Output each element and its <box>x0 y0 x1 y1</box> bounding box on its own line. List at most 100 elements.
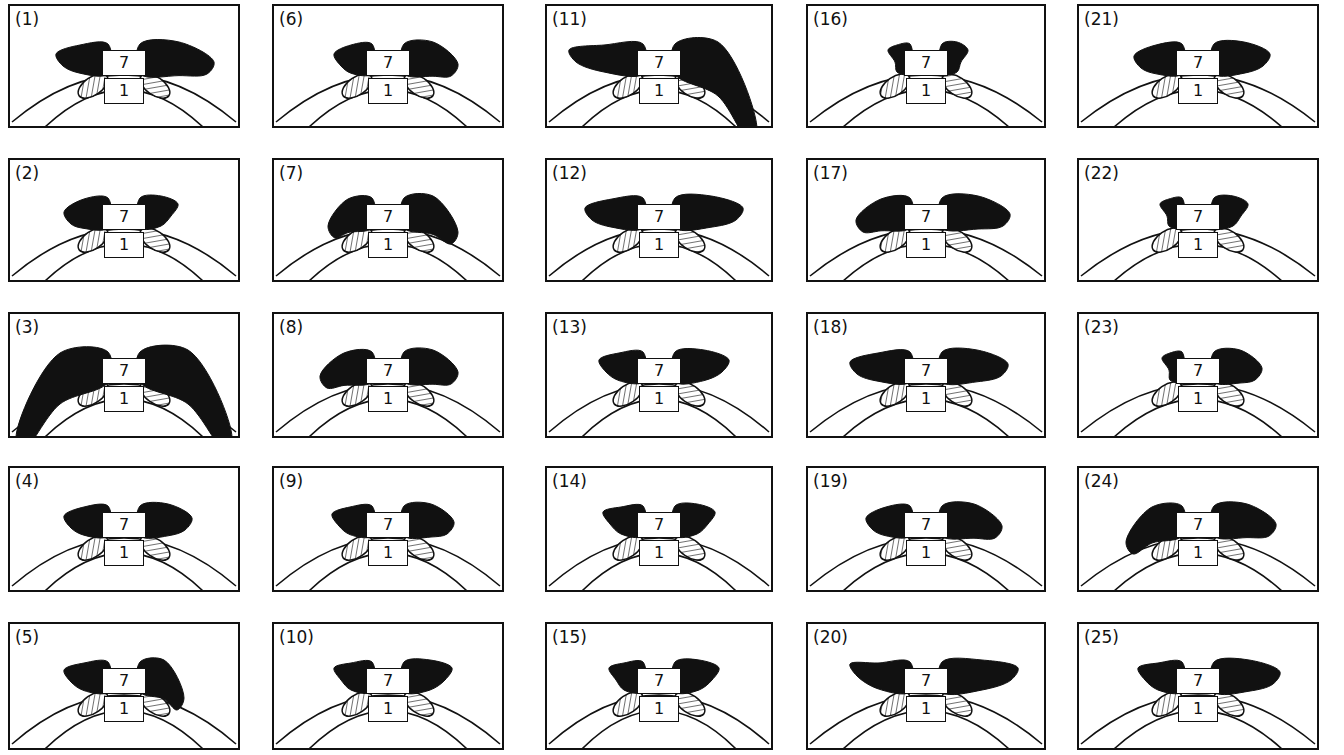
figure-panel: (23)71 <box>1077 312 1319 438</box>
lower-segment-box: 1 <box>906 540 946 566</box>
panel-number: (22) <box>1084 163 1119 183</box>
upper-segment-box: 7 <box>366 668 410 694</box>
lower-segment-box: 1 <box>104 78 144 104</box>
black-blob <box>1210 502 1276 539</box>
segment-number: 1 <box>921 389 931 409</box>
panel-number: (11) <box>552 9 587 29</box>
upper-segment-box: 7 <box>102 512 146 538</box>
figure-panel: (3)71 <box>8 312 240 438</box>
lower-segment-box: 1 <box>639 78 679 104</box>
segment-number: 1 <box>383 543 393 563</box>
outer-arc <box>549 695 769 744</box>
outer-arc <box>276 695 500 744</box>
segment-number: 1 <box>654 389 664 409</box>
panel-number: (6) <box>279 9 303 29</box>
panel-number: (3) <box>15 317 39 337</box>
segment-number: 1 <box>119 235 129 255</box>
figure-panel: (14)71 <box>545 466 773 592</box>
figure-panel: (13) 7 1 <box>545 312 773 438</box>
panel-number: (2) <box>15 163 39 183</box>
outer-arc <box>1081 384 1315 432</box>
figure-panel: (22)71 <box>1077 158 1319 282</box>
upper-segment-box: 7 <box>366 50 410 76</box>
segment-number: 7 <box>383 671 393 691</box>
panel-number: (10) <box>279 627 314 647</box>
black-blob <box>136 40 214 78</box>
segment-number: 1 <box>119 543 129 563</box>
outer-arc <box>1081 538 1315 586</box>
segment-number: 7 <box>1193 207 1203 227</box>
segment-number: 1 <box>921 699 931 719</box>
segment-number: 1 <box>119 81 129 101</box>
outer-arc <box>276 538 500 586</box>
segment-number: 1 <box>119 699 129 719</box>
panel-number: (17) <box>813 163 848 183</box>
upper-segment-box: 7 <box>102 358 146 384</box>
segment-number: 7 <box>1193 53 1203 73</box>
lower-segment-box: 1 <box>104 232 144 258</box>
figure-panel: (9)71 <box>272 466 504 592</box>
figure-panel: (5) 7 1 <box>8 622 240 750</box>
upper-segment-box: 7 <box>904 358 948 384</box>
outer-arc <box>276 384 500 432</box>
figure-panel: (1)71 <box>8 4 240 128</box>
segment-number: 1 <box>654 699 664 719</box>
segment-number: 7 <box>119 671 129 691</box>
segment-number: 7 <box>1193 671 1203 691</box>
figure-panel: (25)71 <box>1077 622 1319 750</box>
lower-segment-box: 1 <box>368 540 408 566</box>
lower-segment-box: 1 <box>368 386 408 412</box>
upper-segment-box: 7 <box>1176 512 1220 538</box>
figure-panel: (21)71 <box>1077 4 1319 128</box>
segment-number: 7 <box>921 53 931 73</box>
outer-arc <box>810 384 1042 432</box>
panel-number: (13) <box>552 317 587 337</box>
panel-number: (5) <box>15 627 39 647</box>
outer-arc <box>810 538 1042 586</box>
figure-panel: (16)71 <box>806 4 1046 128</box>
panel-number: (15) <box>552 627 587 647</box>
segment-number: 1 <box>921 543 931 563</box>
lower-segment-box: 1 <box>639 696 679 722</box>
black-blob <box>569 41 647 76</box>
lower-segment-box: 1 <box>1178 78 1218 104</box>
black-blob <box>136 345 232 436</box>
outer-arc <box>12 538 236 586</box>
figure-panel: (6) 7 1 <box>272 4 504 128</box>
panel-number: (4) <box>15 471 39 491</box>
segment-number: 7 <box>119 361 129 381</box>
black-blob <box>1210 658 1280 694</box>
segment-number: 7 <box>383 207 393 227</box>
upper-segment-box: 7 <box>637 358 681 384</box>
lower-segment-box: 1 <box>639 386 679 412</box>
segment-number: 7 <box>921 361 931 381</box>
outer-arc <box>549 538 769 586</box>
segment-number: 7 <box>383 53 393 73</box>
lower-segment-box: 1 <box>368 696 408 722</box>
segment-number: 1 <box>383 81 393 101</box>
segment-number: 1 <box>654 543 664 563</box>
upper-segment-box: 7 <box>904 668 948 694</box>
outer-arc <box>12 229 236 276</box>
figure-panel: (17)71 <box>806 158 1046 282</box>
figure-panel: (7)71 <box>272 158 504 282</box>
segment-number: 7 <box>119 515 129 535</box>
upper-segment-box: 7 <box>1176 50 1220 76</box>
lower-segment-box: 1 <box>906 696 946 722</box>
segment-number: 7 <box>383 361 393 381</box>
black-blob <box>671 38 757 126</box>
figure-panel: (20)71 <box>806 622 1046 750</box>
figure-panel: (10) 7 1 <box>272 622 504 750</box>
outer-arc <box>1081 695 1315 744</box>
upper-segment-box: 7 <box>637 50 681 76</box>
segment-number: 1 <box>1193 81 1203 101</box>
segment-number: 7 <box>654 515 664 535</box>
upper-segment-box: 7 <box>1176 204 1220 230</box>
figure-panel: (18) 7 1 <box>806 312 1046 438</box>
panel-number: (18) <box>813 317 848 337</box>
figure-panel: (15)71 <box>545 622 773 750</box>
lower-segment-box: 1 <box>906 386 946 412</box>
lower-segment-box: 1 <box>368 232 408 258</box>
lower-segment-box: 1 <box>906 78 946 104</box>
